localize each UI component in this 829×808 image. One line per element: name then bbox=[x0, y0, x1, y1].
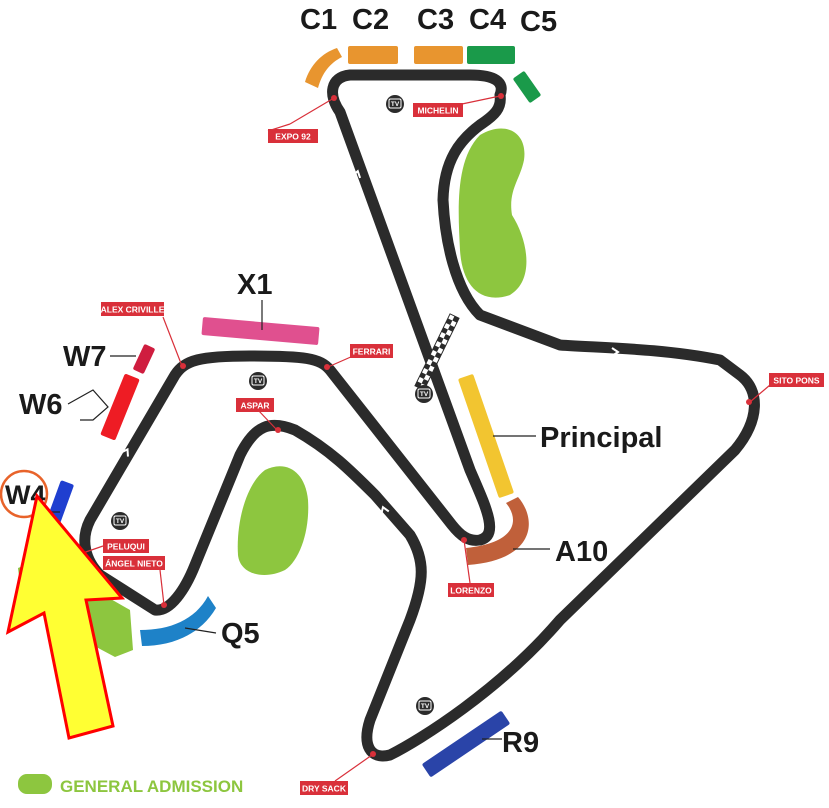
svg-text:LORENZO: LORENZO bbox=[450, 586, 492, 596]
direction-chevron bbox=[380, 505, 390, 515]
stand-principal-block[interactable] bbox=[458, 374, 514, 498]
checker-square bbox=[428, 354, 435, 361]
stand-x1-block[interactable] bbox=[201, 317, 320, 345]
checker-square bbox=[436, 336, 444, 344]
svg-text:ALEX CRIVILLE: ALEX CRIVILLE bbox=[101, 305, 165, 315]
legend-swatch bbox=[18, 774, 52, 794]
stand-r9-block[interactable] bbox=[422, 711, 511, 778]
stand-label-r9: R9 bbox=[502, 727, 539, 759]
tv-icon: TV bbox=[416, 697, 434, 715]
direction-chevron bbox=[120, 447, 129, 457]
stand-c1-block[interactable] bbox=[305, 48, 342, 88]
checker-square bbox=[432, 345, 440, 352]
corner-tag-angel-nieto: ÁNGEL NIETO bbox=[103, 556, 167, 608]
stand-w7-block[interactable] bbox=[133, 344, 156, 374]
highlight-ring bbox=[0, 469, 49, 519]
corner-tag-ferrari: FERRARI bbox=[324, 344, 393, 370]
stand-label-c1: C1 bbox=[300, 4, 337, 36]
svg-text:PELUQUI: PELUQUI bbox=[107, 542, 145, 552]
checker-square bbox=[443, 334, 451, 341]
start-finish-line bbox=[414, 313, 460, 391]
tv-icon: TV bbox=[111, 512, 129, 530]
stand-c4-block[interactable] bbox=[467, 46, 515, 64]
legend-label: GENERAL ADMISSION bbox=[60, 777, 243, 796]
stand-label-c4: C4 bbox=[469, 4, 506, 36]
tv-icon: TV bbox=[415, 385, 433, 403]
checker-square bbox=[441, 327, 448, 335]
svg-text:ASPAR: ASPAR bbox=[240, 401, 269, 411]
ga-zone-north[interactable] bbox=[458, 128, 527, 298]
leader-line bbox=[184, 627, 217, 634]
checker-square bbox=[423, 363, 431, 370]
tv-icon: TV bbox=[249, 372, 267, 390]
checker-square bbox=[430, 360, 438, 368]
svg-text:SITO PONS: SITO PONS bbox=[773, 376, 819, 386]
stand-label-a10: A10 bbox=[555, 536, 608, 568]
corner-tag-michelin: MICHELIN bbox=[413, 93, 504, 117]
direction-chevron bbox=[593, 594, 603, 604]
svg-text:TV: TV bbox=[254, 378, 263, 385]
stand-q5-block[interactable] bbox=[140, 596, 216, 646]
stand-a10-block[interactable] bbox=[466, 497, 529, 565]
stand-label-c2: C2 bbox=[352, 4, 389, 36]
stand-c5-block[interactable] bbox=[513, 71, 542, 104]
svg-text:ÁNGEL NIETO: ÁNGEL NIETO bbox=[105, 559, 163, 569]
ga-zone-center[interactable] bbox=[237, 466, 309, 575]
legend: GENERAL ADMISSION bbox=[18, 774, 243, 796]
svg-text:TV: TV bbox=[116, 518, 125, 525]
corner-tag-lorenzo: LORENZO bbox=[448, 537, 494, 597]
svg-text:TV: TV bbox=[391, 101, 400, 108]
corner-tag-aspar: ASPAR bbox=[236, 398, 281, 433]
checker-square bbox=[419, 372, 427, 379]
direction-chevron bbox=[611, 347, 620, 357]
stand-label-q5: Q5 bbox=[221, 618, 260, 650]
svg-text:EXPO 92: EXPO 92 bbox=[275, 132, 311, 142]
stand-label-x1: X1 bbox=[237, 269, 272, 301]
corner-tag-sito-pons: SITO PONS bbox=[746, 373, 824, 405]
svg-text:FERRARI: FERRARI bbox=[353, 347, 391, 357]
checker-square bbox=[452, 316, 460, 323]
stand-c2-block[interactable] bbox=[348, 46, 398, 64]
svg-text:TV: TV bbox=[420, 391, 429, 398]
race-track bbox=[79, 69, 760, 762]
svg-text:TV: TV bbox=[421, 703, 430, 710]
stand-label-c5: C5 bbox=[520, 6, 557, 38]
checker-square bbox=[434, 352, 442, 359]
stand-c3-block[interactable] bbox=[414, 46, 463, 64]
checker-square bbox=[421, 378, 429, 386]
direction-chevron bbox=[351, 169, 362, 179]
svg-text:DRY SACK: DRY SACK bbox=[302, 784, 347, 794]
corner-tag-alex-criville: ALEX CRIVILLE bbox=[101, 302, 186, 369]
corner-tag-dry-sack: DRY SACK bbox=[300, 751, 376, 795]
corner-tag-expo92: EXPO 92 bbox=[267, 95, 337, 143]
checker-square bbox=[426, 369, 433, 377]
leader-line bbox=[67, 389, 109, 421]
stand-label-w6: W6 bbox=[19, 389, 63, 421]
stand-w6-block[interactable] bbox=[100, 373, 140, 440]
stand-label-w7: W7 bbox=[63, 341, 107, 373]
checker-square bbox=[445, 318, 453, 326]
checker-square bbox=[439, 343, 446, 350]
svg-text:MICHELIN: MICHELIN bbox=[417, 106, 458, 116]
stand-label-c3: C3 bbox=[417, 4, 454, 36]
stand-label-principal: Principal bbox=[540, 422, 663, 454]
tv-icon: TV bbox=[386, 95, 404, 113]
pointer-arrow-icon bbox=[5, 492, 126, 740]
checker-square bbox=[447, 325, 455, 332]
